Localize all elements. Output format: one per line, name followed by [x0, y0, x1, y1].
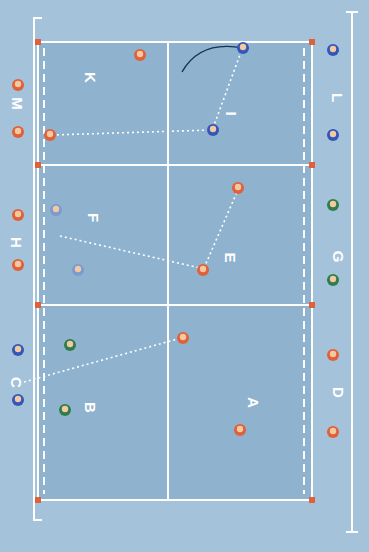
zone-letter: M	[9, 97, 24, 110]
zone-letter: B	[82, 402, 97, 413]
zone-letter: C	[8, 377, 23, 388]
zone-letter: H	[8, 237, 23, 248]
zone-letter: I	[223, 111, 238, 115]
zone-letter: E	[222, 252, 237, 262]
zone-letter: A	[245, 397, 260, 408]
zone-letter: K	[82, 72, 97, 83]
zone-letter: D	[330, 387, 345, 398]
zone-letter: L	[330, 93, 345, 102]
zone-letter: G	[331, 251, 346, 263]
zone-letter: F	[86, 213, 101, 222]
